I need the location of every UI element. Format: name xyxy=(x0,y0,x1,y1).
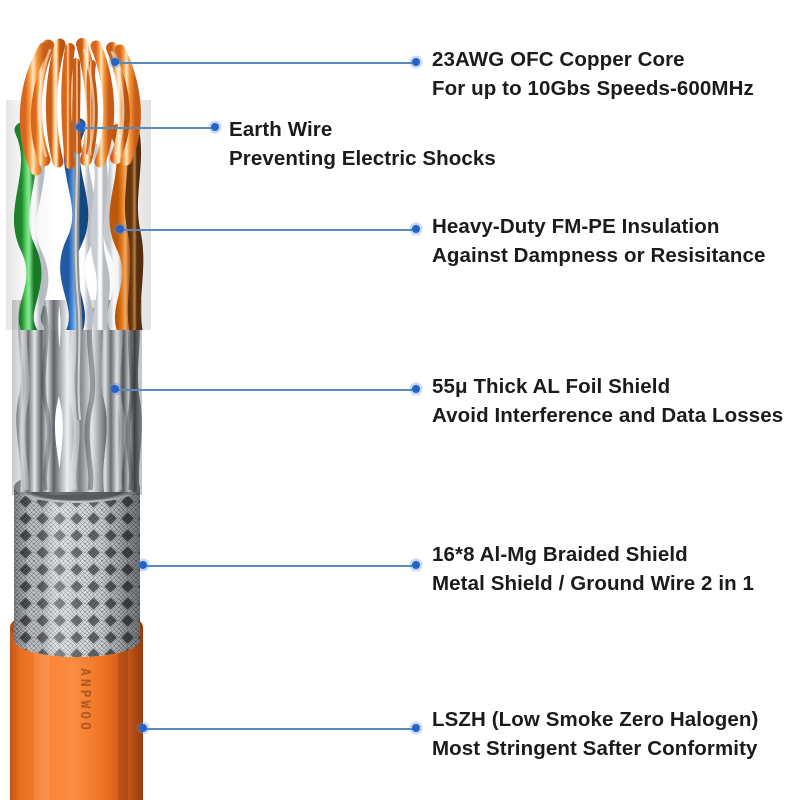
callout-anchor-dot-braided-shield xyxy=(139,561,147,569)
callout-end-dot-fm-pe-insulation xyxy=(412,225,420,233)
label-copper-core: 23AWG OFC Copper Core For up to 10Gbs Sp… xyxy=(432,45,754,103)
callout-anchor-dot-earth-wire xyxy=(76,123,84,131)
label-copper-core-line1: 23AWG OFC Copper Core xyxy=(432,48,685,71)
label-lszh-jacket-line1: LSZH (Low Smoke Zero Halogen) xyxy=(432,708,759,731)
label-braided-shield: 16*8 Al-Mg Braided Shield Metal Shield /… xyxy=(432,540,754,598)
label-fm-pe-insulation-line1: Heavy-Duty FM-PE Insulation xyxy=(432,215,720,238)
label-earth-wire-line1: Earth Wire xyxy=(229,118,333,141)
label-earth-wire-line2: Preventing Electric Shocks xyxy=(229,147,496,171)
callout-anchor-dot-lszh-jacket xyxy=(139,724,147,732)
label-fm-pe-insulation: Heavy-Duty FM-PE Insulation Against Damp… xyxy=(432,212,766,270)
callout-end-dot-copper-core xyxy=(412,58,420,66)
callout-end-dot-braided-shield xyxy=(412,561,420,569)
callout-end-dot-al-foil-shield xyxy=(412,385,420,393)
label-al-foil-shield-line1: 55μ Thick AL Foil Shield xyxy=(432,375,671,398)
label-al-foil-shield: 55μ Thick AL Foil Shield Avoid Interfere… xyxy=(432,372,783,430)
earth-wire-layer xyxy=(72,119,83,421)
label-al-foil-shield-line2: Avoid Interference and Data Losses xyxy=(432,404,784,428)
cable-cutaway-illustration xyxy=(6,38,151,800)
braided-shield-layer xyxy=(14,471,140,657)
callout-anchor-dot-copper-core xyxy=(111,58,119,66)
label-fm-pe-insulation-line2: Against Dampness or Resisitance xyxy=(432,244,766,268)
jacket-print-marking: ANPWOO xyxy=(77,668,92,733)
label-earth-wire: Earth Wire Preventing Electric Shocks xyxy=(229,115,496,173)
label-lszh-jacket: LSZH (Low Smoke Zero Halogen) Most Strin… xyxy=(432,705,758,763)
callout-end-dot-lszh-jacket xyxy=(412,724,420,732)
copper-conductors-layer xyxy=(19,38,141,176)
callout-end-dot-earth-wire xyxy=(211,123,219,131)
label-lszh-jacket-line2: Most Stringent Safter Conformity xyxy=(432,737,758,761)
callout-anchor-dot-fm-pe-insulation xyxy=(116,225,124,233)
label-braided-shield-line1: 16*8 Al-Mg Braided Shield xyxy=(432,543,688,566)
label-braided-shield-line2: Metal Shield / Ground Wire 2 in 1 xyxy=(432,572,755,596)
callout-anchor-dot-al-foil-shield xyxy=(111,385,119,393)
label-copper-core-line2: For up to 10Gbs Speeds-600MHz xyxy=(432,77,754,101)
